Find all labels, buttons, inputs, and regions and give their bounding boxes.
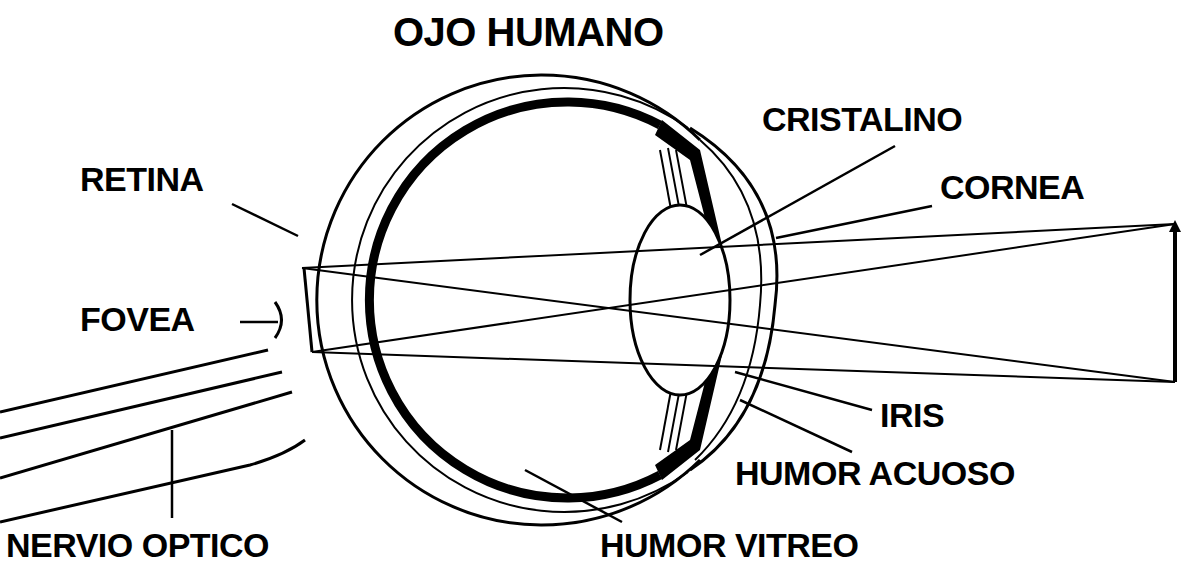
object-arrow xyxy=(1169,220,1181,232)
optic-nerve-line xyxy=(0,372,282,438)
part-label: FOVEA xyxy=(80,302,195,336)
leader-line xyxy=(735,372,872,410)
part-label: HUMOR ACUOSO xyxy=(735,456,1015,490)
leader-line xyxy=(232,204,298,236)
fovea-notch xyxy=(272,302,286,338)
leader-line xyxy=(525,470,622,522)
optic-nerve-line xyxy=(0,440,305,522)
leader-line xyxy=(171,430,174,518)
part-label: NERVIO OPTICO xyxy=(6,528,269,562)
leader-line xyxy=(740,400,852,452)
fovea-pit xyxy=(275,302,282,338)
part-label: IRIS xyxy=(880,398,944,432)
diagram-title: OJO HUMANO xyxy=(393,12,664,52)
part-label: CRISTALINO xyxy=(762,102,962,136)
leader-line xyxy=(240,321,278,324)
part-label: RETINA xyxy=(80,162,204,196)
retina-band xyxy=(369,102,660,498)
part-label: HUMOR VITREO xyxy=(600,528,858,562)
leader-line xyxy=(776,206,932,238)
leader-line xyxy=(700,146,895,255)
part-label: CORNEA xyxy=(940,170,1084,204)
optic-nerve-line xyxy=(0,350,268,412)
